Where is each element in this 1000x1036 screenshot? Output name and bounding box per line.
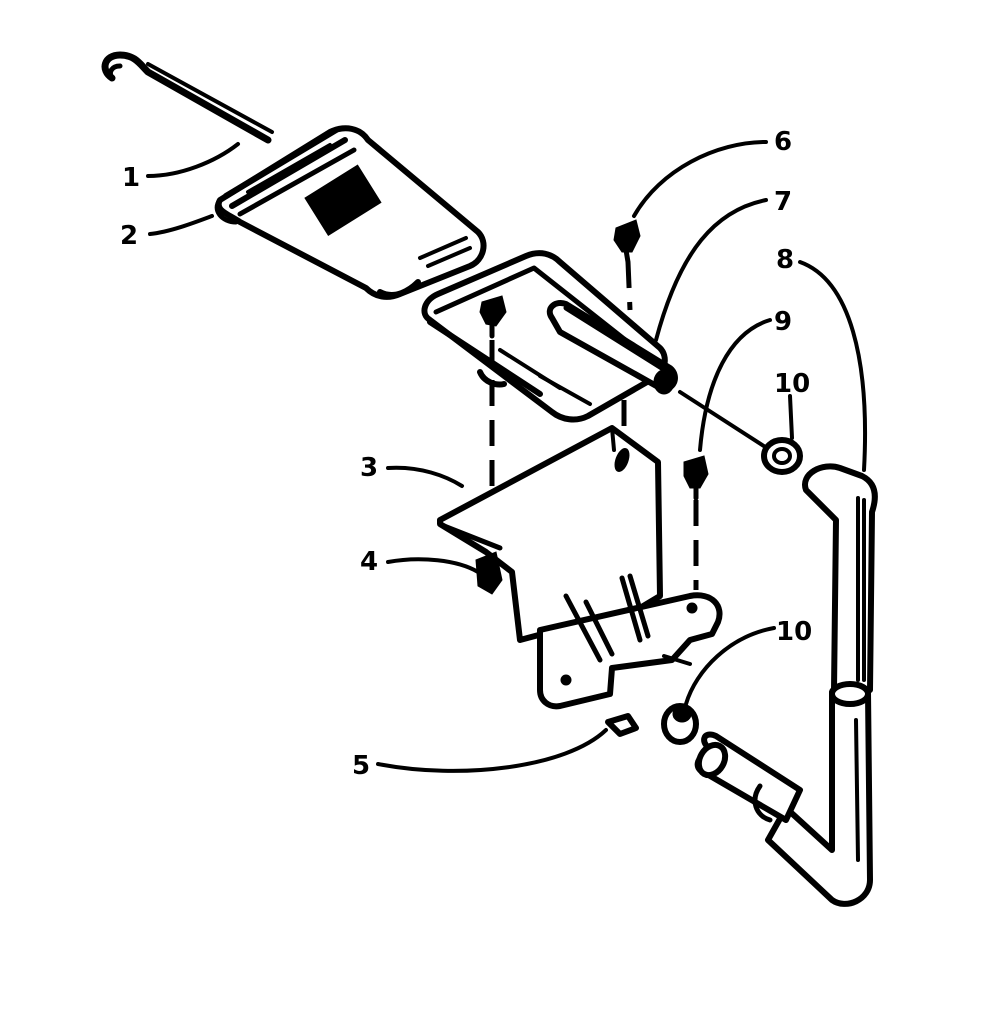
screw-left (479, 295, 507, 339)
leader-10b (684, 626, 776, 706)
part-10-grommet-upper (761, 437, 803, 475)
part-4-tab (475, 551, 503, 595)
leader-1 (146, 142, 240, 178)
callout-10-lower: 10 (776, 617, 812, 647)
callout-4: 4 (360, 547, 378, 577)
leader-7 (654, 198, 768, 342)
leader-4 (386, 557, 480, 574)
assembly-line-6 (625, 261, 633, 311)
callout-10-upper: 10 (774, 369, 810, 399)
callout-9: 9 (774, 307, 792, 337)
part-8-tubing (694, 463, 878, 907)
part-6-screw (613, 219, 641, 265)
part-9-screw (683, 455, 709, 501)
part-7-roller-end (653, 369, 675, 395)
callout-3: 3 (360, 453, 378, 483)
callout-2: 2 (120, 221, 138, 251)
part-7-switch-housing (421, 250, 678, 423)
part-1-hook-rod (101, 51, 274, 144)
callout-8: 8 (776, 245, 794, 275)
leader-5 (376, 728, 608, 773)
bracket (537, 573, 723, 710)
leader-9 (698, 318, 772, 452)
leader-3 (386, 465, 464, 488)
leader-8 (798, 260, 868, 472)
callout-7: 7 (774, 187, 792, 217)
part-5-clip (605, 713, 639, 737)
callout-5: 5 (352, 751, 370, 781)
leader-10a (788, 394, 794, 440)
part-2-cover-housing (214, 125, 487, 300)
callout-6: 6 (774, 127, 792, 157)
leader-6 (632, 140, 768, 218)
part-10-grommet-lower (661, 703, 699, 745)
callout-1: 1 (122, 163, 140, 193)
part-2-label-plate (304, 164, 382, 237)
leader-2 (148, 214, 214, 236)
